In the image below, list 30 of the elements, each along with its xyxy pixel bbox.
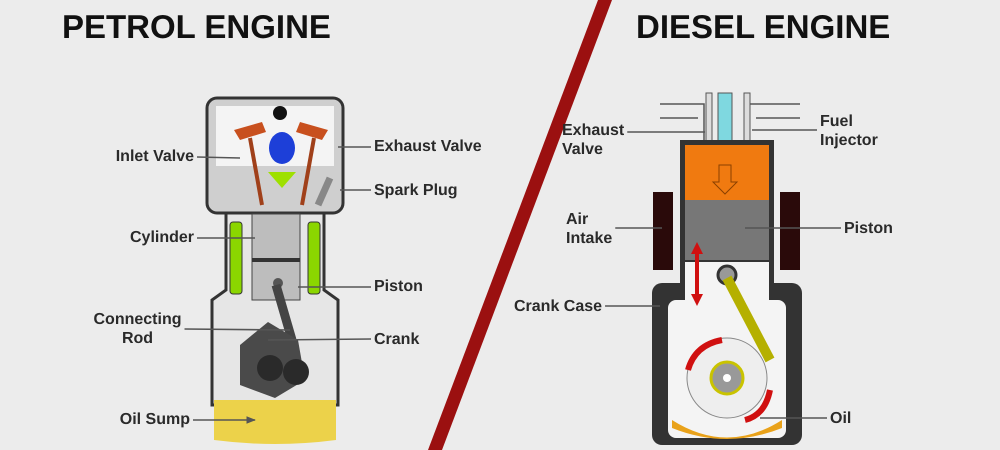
leader-line — [745, 227, 841, 229]
leader-line — [627, 131, 705, 133]
part-label: Inlet Valve — [84, 147, 194, 166]
leader-line — [605, 305, 660, 307]
part-label: Oil Sump — [100, 410, 190, 429]
leader-line — [298, 286, 371, 288]
engine-heading: DIESEL ENGINE — [636, 8, 890, 46]
part-label: Oil — [830, 409, 870, 428]
leader-line — [752, 129, 817, 131]
leader-line — [193, 416, 256, 424]
part-label: Piston — [374, 277, 454, 296]
part-label: Cylinder — [104, 228, 194, 247]
leader-line — [340, 189, 371, 191]
leader-line — [268, 338, 371, 341]
part-label: Crank Case — [514, 297, 622, 316]
part-label: Fuel Injector — [820, 112, 910, 150]
leader-line — [615, 227, 662, 229]
engine-heading: PETROL ENGINE — [62, 8, 331, 46]
part-label: Spark Plug — [374, 181, 494, 200]
part-label: Piston — [844, 219, 914, 238]
part-label: Crank — [374, 330, 454, 349]
leader-line — [197, 237, 255, 239]
leader-line — [338, 146, 371, 148]
part-label: Exhaust Valve — [562, 121, 642, 159]
part-label: Connecting Rod — [80, 310, 195, 348]
leader-line — [196, 156, 240, 159]
leader-line — [760, 417, 827, 419]
part-label: Exhaust Valve — [374, 137, 514, 156]
part-label: Air Intake — [566, 210, 632, 248]
leader-line — [184, 328, 290, 331]
